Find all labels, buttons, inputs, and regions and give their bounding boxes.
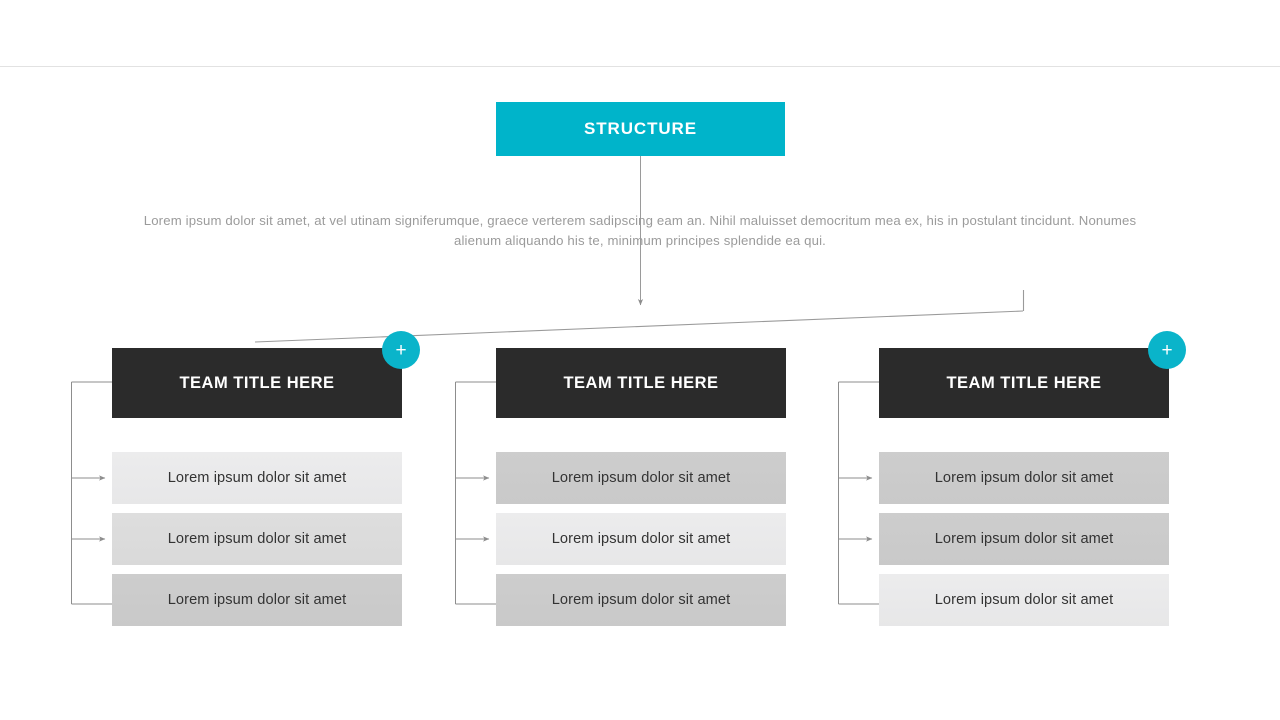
team-item-label: Lorem ipsum dolor sit amet <box>934 531 1114 547</box>
team-item-label: Lorem ipsum dolor sit amet <box>167 592 347 608</box>
team-item[interactable]: Lorem ipsum dolor sit amet <box>496 513 786 565</box>
team-item-label: Lorem ipsum dolor sit amet <box>934 592 1114 608</box>
team-title-2: TEAM TITLE HERE <box>563 373 719 392</box>
header-divider <box>0 66 1280 67</box>
team-header-2[interactable]: TEAM TITLE HERE <box>496 348 786 418</box>
team-title-1: TEAM TITLE HERE <box>179 373 335 392</box>
plus-glyph: + <box>395 339 407 361</box>
structure-title-box[interactable]: STRUCTURE <box>496 102 785 156</box>
team-column-1: TEAM TITLE HERE Lorem ipsum dolor sit am… <box>112 348 402 626</box>
team-item[interactable]: Lorem ipsum dolor sit amet <box>496 452 786 504</box>
team-item[interactable]: Lorem ipsum dolor sit amet <box>112 452 402 504</box>
team-item[interactable]: Lorem ipsum dolor sit amet <box>879 452 1169 504</box>
team-item-label: Lorem ipsum dolor sit amet <box>167 531 347 547</box>
team-item-label: Lorem ipsum dolor sit amet <box>551 592 731 608</box>
plus-glyph: + <box>1161 339 1173 361</box>
page-title: STRUCTURE <box>584 119 697 138</box>
team-item[interactable]: Lorem ipsum dolor sit amet <box>496 574 786 626</box>
team-item[interactable]: Lorem ipsum dolor sit amet <box>112 513 402 565</box>
team-title-3: TEAM TITLE HERE <box>946 373 1102 392</box>
team-item[interactable]: Lorem ipsum dolor sit amet <box>879 513 1169 565</box>
team-item-label: Lorem ipsum dolor sit amet <box>167 470 347 486</box>
team-header-1[interactable]: TEAM TITLE HERE <box>112 348 402 418</box>
team-header-3[interactable]: TEAM TITLE HERE <box>879 348 1169 418</box>
team-item-label: Lorem ipsum dolor sit amet <box>551 470 731 486</box>
team-item[interactable]: Lorem ipsum dolor sit amet <box>112 574 402 626</box>
description-text: Lorem ipsum dolor sit amet, at vel utina… <box>143 213 1137 248</box>
plus-icon-left[interactable]: + <box>382 331 420 369</box>
team-item-label: Lorem ipsum dolor sit amet <box>551 531 731 547</box>
team-column-3: TEAM TITLE HERE Lorem ipsum dolor sit am… <box>879 348 1169 626</box>
plus-icon-right[interactable]: + <box>1148 331 1186 369</box>
team-item[interactable]: Lorem ipsum dolor sit amet <box>879 574 1169 626</box>
team-column-2: TEAM TITLE HERE Lorem ipsum dolor sit am… <box>496 348 786 626</box>
team-item-label: Lorem ipsum dolor sit amet <box>934 470 1114 486</box>
